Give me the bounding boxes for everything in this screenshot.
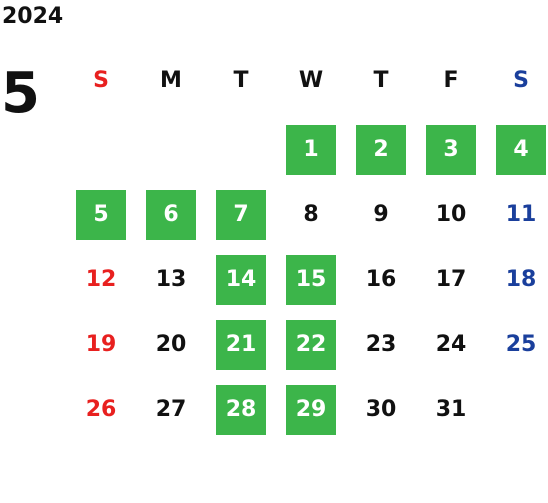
day-cell[interactable]: 28 (216, 385, 266, 435)
day-cell[interactable]: 3 (426, 125, 476, 175)
day-cell[interactable]: 2 (356, 125, 406, 175)
day-cell[interactable]: 25 (505, 332, 537, 357)
day-cell[interactable]: 26 (85, 397, 117, 422)
day-cell[interactable]: 20 (155, 332, 187, 357)
weekday-header-mon: M (160, 68, 182, 93)
weekday-header-wed: W (298, 68, 324, 93)
day-cell[interactable]: 14 (216, 255, 266, 305)
weekday-header-sun: S (93, 68, 109, 93)
day-cell[interactable]: 27 (155, 397, 187, 422)
day-cell[interactable]: 9 (373, 202, 389, 227)
day-cell[interactable]: 16 (365, 267, 397, 292)
weekday-header-tue: T (233, 68, 249, 93)
day-cell[interactable]: 17 (435, 267, 467, 292)
day-cell[interactable]: 29 (286, 385, 336, 435)
day-cell[interactable]: 24 (435, 332, 467, 357)
day-cell[interactable]: 21 (216, 320, 266, 370)
day-cell[interactable]: 15 (286, 255, 336, 305)
year-label: 2024 (2, 4, 64, 29)
day-cell[interactable]: 23 (365, 332, 397, 357)
day-cell[interactable]: 12 (85, 267, 117, 292)
day-cell[interactable]: 6 (146, 190, 196, 240)
day-cell[interactable]: 4 (496, 125, 546, 175)
day-cell[interactable]: 18 (505, 267, 537, 292)
month-number: 5 (1, 61, 40, 126)
day-cell[interactable]: 11 (505, 202, 537, 227)
weekday-header-fri: F (443, 68, 459, 93)
day-cell[interactable]: 31 (435, 397, 467, 422)
day-cell[interactable]: 30 (365, 397, 397, 422)
weekday-header-thu: T (373, 68, 389, 93)
day-cell[interactable]: 13 (155, 267, 187, 292)
day-cell[interactable]: 1 (286, 125, 336, 175)
day-cell[interactable]: 10 (435, 202, 467, 227)
day-cell[interactable]: 8 (303, 202, 319, 227)
weekday-header-sat: S (513, 68, 529, 93)
day-cell[interactable]: 7 (216, 190, 266, 240)
day-cell[interactable]: 19 (85, 332, 117, 357)
day-cell[interactable]: 22 (286, 320, 336, 370)
day-cell[interactable]: 5 (76, 190, 126, 240)
